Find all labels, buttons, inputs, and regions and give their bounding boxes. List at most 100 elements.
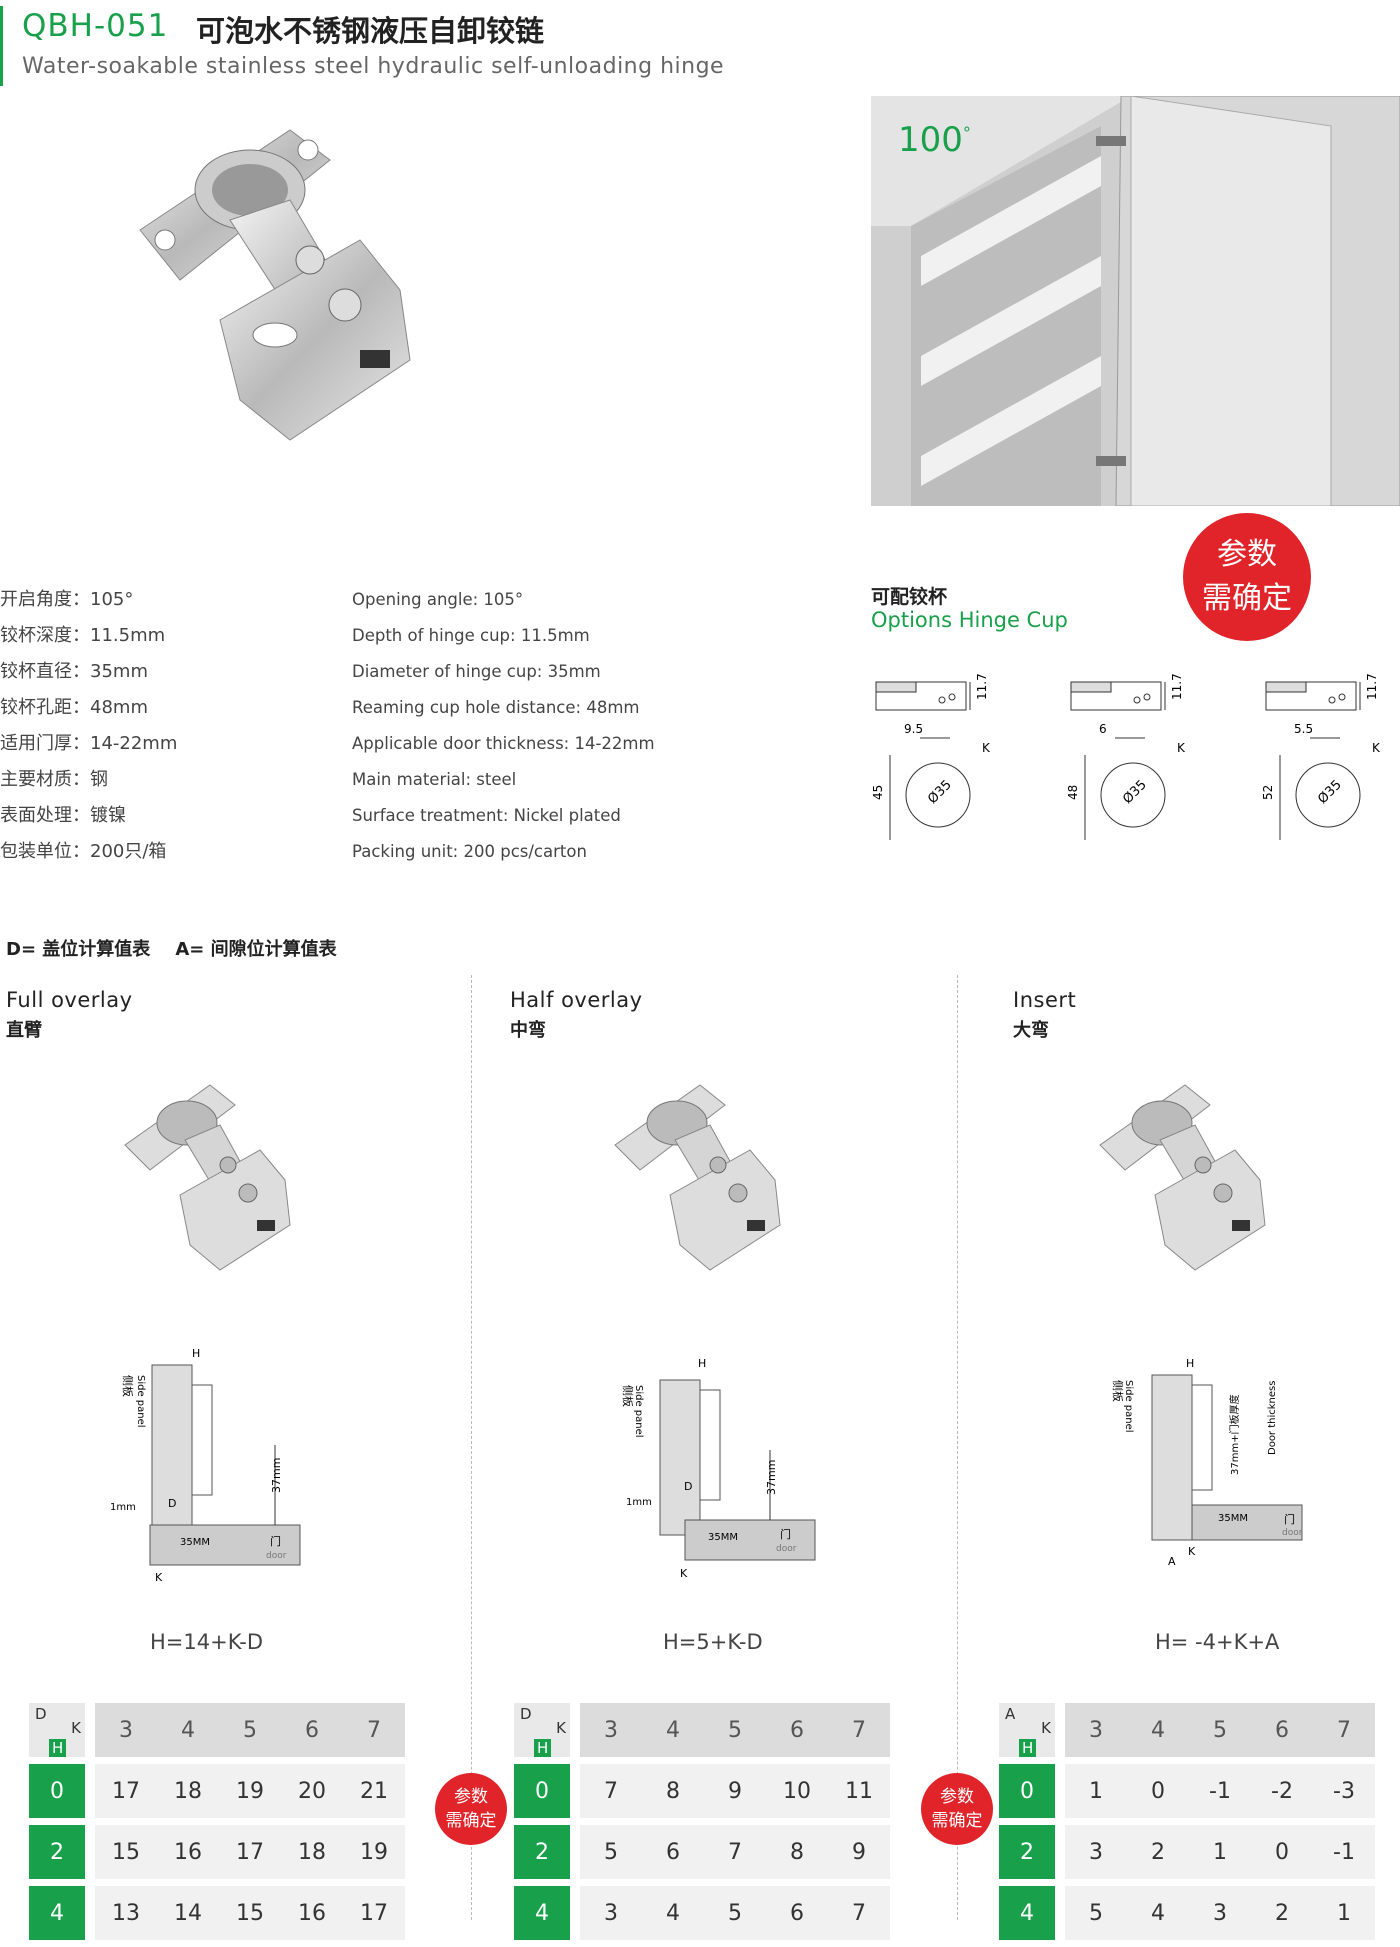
- table-h-cell: 4: [999, 1886, 1055, 1940]
- column-title-cn: 直臂: [6, 1020, 42, 1041]
- table-h-cell: 4: [514, 1886, 570, 1940]
- spec-cn: 包装单位：200只/箱: [0, 841, 167, 862]
- door-en: door: [1282, 1528, 1303, 1538]
- table-cell: 21: [343, 1764, 405, 1818]
- table-cell: 9: [704, 1764, 766, 1818]
- table-k-cell: 3: [580, 1703, 642, 1757]
- cup-diameter: Ø35: [925, 777, 955, 807]
- table-cell: -3: [1313, 1764, 1375, 1818]
- calc-table-full-overlay: D K H 3 4 5 6 7 0 17 18 19 20 21 2 15 16…: [29, 1696, 405, 1947]
- table-cell: 15: [95, 1825, 157, 1879]
- table-cell: 2: [1127, 1825, 1189, 1879]
- table-cell: 13: [95, 1886, 157, 1940]
- table-cell: 18: [157, 1764, 219, 1818]
- table-k-cell: 7: [1313, 1703, 1375, 1757]
- badge-line1: 参数: [1217, 537, 1277, 572]
- table-cell: 5: [580, 1825, 642, 1879]
- spec-en: Surface treatment: Nickel plated: [352, 806, 621, 825]
- table-header-row: A K H 3 4 5 6 7: [999, 1703, 1375, 1757]
- dim-1mm: 1mm: [110, 1502, 136, 1513]
- cabinet-image: [871, 96, 1400, 506]
- cup-distance: 48: [1066, 785, 1080, 800]
- product-code: QBH-051: [22, 8, 169, 44]
- table-cell: 19: [219, 1764, 281, 1818]
- cup-offset: 9.5: [904, 722, 923, 736]
- table-cell: 15: [219, 1886, 281, 1940]
- dim-k: K: [680, 1567, 688, 1580]
- spec-cn: 铰杯孔距：48mm: [0, 697, 148, 718]
- cup-k: K: [1177, 741, 1186, 755]
- door-cn: 门: [1284, 1512, 1295, 1526]
- column-title: Full overlay: [6, 988, 133, 1012]
- table-k-cell: 5: [219, 1703, 281, 1757]
- side-panel-en: Side panel: [633, 1385, 644, 1438]
- table-cell: 7: [704, 1825, 766, 1879]
- table-cell: -1: [1189, 1764, 1251, 1818]
- column-divider: [471, 975, 472, 1920]
- door-thickness: Door thickness: [1267, 1381, 1278, 1455]
- table-k-cell: 7: [343, 1703, 405, 1757]
- dim-37: 37mm: [270, 1458, 283, 1493]
- specs-cn-list: 开启角度：105° 铰杯深度：11.5mm 铰杯直径：35mm 铰杯孔距：48m…: [0, 582, 177, 870]
- table-corner: D K H: [514, 1703, 570, 1757]
- table-cell: -1: [1313, 1825, 1375, 1879]
- spec-en: Reaming cup hole distance: 48mm: [352, 698, 640, 717]
- dim-35: 35MM: [1218, 1513, 1248, 1524]
- cup-offset: 5.5: [1294, 722, 1313, 736]
- table-cell: 10: [766, 1764, 828, 1818]
- table-k-cell: 6: [1251, 1703, 1313, 1757]
- spec-cn: 适用门厚：14-22mm: [0, 733, 178, 754]
- table-h-cell: 4: [29, 1886, 85, 1940]
- cup-k: K: [1372, 741, 1381, 755]
- table-header-row: D K H 3 4 5 6 7: [29, 1703, 405, 1757]
- spec-cn: 表面处理：镀镍: [0, 805, 126, 826]
- cup-depth: 11.7: [1170, 673, 1184, 700]
- spec-cn: 开启角度：105°: [0, 589, 134, 610]
- table-k-cell: 6: [281, 1703, 343, 1757]
- cup-depth: 11.7: [975, 673, 989, 700]
- table-k-cell: 5: [1189, 1703, 1251, 1757]
- options-title-en: Options Hinge Cup: [871, 608, 1068, 632]
- table-row: 2 15 16 17 18 19: [29, 1825, 405, 1879]
- table-cell: 17: [219, 1825, 281, 1879]
- hinge-image-insert: [1099, 1084, 1266, 1271]
- column-title-cn: 大弯: [1013, 1020, 1049, 1041]
- product-title-en: Water-soakable stainless steel hydraulic…: [22, 54, 725, 79]
- opening-angle-label: 100°: [898, 120, 971, 160]
- spec-en: Diameter of hinge cup: 35mm: [352, 662, 601, 681]
- table-cell: 7: [580, 1764, 642, 1818]
- formula-insert: H= -4+K+A: [1155, 1630, 1280, 1654]
- table-corner: D K H: [29, 1703, 85, 1757]
- table-cell: 1: [1313, 1886, 1375, 1940]
- table-cell: 17: [343, 1886, 405, 1940]
- dim-k: K: [1188, 1545, 1196, 1558]
- cup-distance: 52: [1261, 785, 1275, 800]
- table-cell: 6: [642, 1825, 704, 1879]
- table-cell: 5: [1065, 1886, 1127, 1940]
- table-k-cell: 5: [704, 1703, 766, 1757]
- table-row: 4 3 4 5 6 7: [514, 1886, 890, 1940]
- table-corner: A K H: [999, 1703, 1055, 1757]
- dim-h: H: [192, 1347, 200, 1360]
- table-h-cell: 2: [514, 1825, 570, 1879]
- dim-k: K: [155, 1571, 163, 1584]
- door-en: door: [776, 1544, 797, 1554]
- table-row: 2 5 6 7 8 9: [514, 1825, 890, 1879]
- side-panel-cn: 侧板: [1111, 1380, 1125, 1402]
- spec-cn: 铰杯直径：35mm: [0, 661, 148, 682]
- hinge-cup-drawing: 11.7 5.5 K 52 Ø35: [1261, 673, 1381, 840]
- dim-a: A: [1168, 1555, 1176, 1568]
- badge-line2: 需确定: [931, 1811, 983, 1831]
- table-k-cell: 3: [95, 1703, 157, 1757]
- spec-cn: 主要材质：钢: [0, 769, 108, 790]
- column-title: Half overlay: [510, 988, 643, 1012]
- table-cell: 1: [1189, 1825, 1251, 1879]
- table-cell: -2: [1251, 1764, 1313, 1818]
- table-cell: 8: [642, 1764, 704, 1818]
- options-title-cn: 可配铰杯: [871, 586, 948, 608]
- hinge-cup-drawing: 11.7 6 K 48 Ø35: [1066, 673, 1186, 840]
- table-k-cell: 7: [828, 1703, 890, 1757]
- product-title-cn: 可泡水不锈钢液压自卸铰链: [196, 14, 545, 48]
- table-h-cell: 2: [999, 1825, 1055, 1879]
- table-cell: 9: [828, 1825, 890, 1879]
